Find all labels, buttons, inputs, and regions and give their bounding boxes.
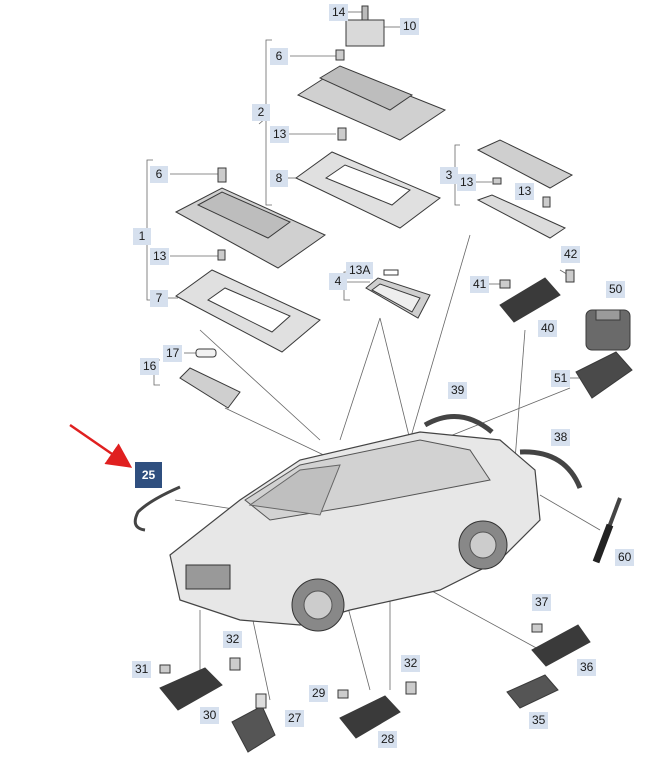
callout-13-left[interactable]: 13 (150, 248, 170, 265)
callout-38[interactable]: 38 (551, 429, 571, 446)
callout-50[interactable]: 50 (606, 281, 626, 298)
callout-29[interactable]: 29 (309, 685, 329, 702)
part-60-strut[interactable] (592, 497, 622, 564)
highlight-arrow (69, 423, 133, 468)
callout-31[interactable]: 31 (132, 661, 152, 678)
part-1-roof-console[interactable] (174, 167, 327, 269)
part-4-interior-lamp[interactable] (365, 269, 431, 319)
part-30-door-lamp[interactable] (159, 657, 241, 711)
callout-35[interactable]: 35 (529, 712, 549, 729)
callout-7[interactable]: 7 (150, 290, 168, 307)
car-illustration (169, 431, 541, 632)
part-16-lamp[interactable] (179, 348, 241, 409)
part-27-switch[interactable] (231, 693, 276, 753)
part-35-lens[interactable] (506, 674, 559, 709)
part-40-door-lamp[interactable] (499, 269, 575, 323)
callout-17[interactable]: 17 (163, 345, 183, 362)
callout-4[interactable]: 4 (329, 273, 347, 290)
part-2-roof-console[interactable] (296, 49, 447, 141)
callout-16[interactable]: 16 (140, 358, 160, 375)
callout-42[interactable]: 42 (561, 246, 581, 263)
callout-40[interactable]: 40 (538, 320, 558, 337)
callout-2[interactable]: 2 (252, 104, 270, 121)
part-8-trim-frame[interactable] (295, 151, 441, 229)
callout-28[interactable]: 28 (378, 731, 398, 748)
part-3-lamp[interactable] (476, 139, 574, 239)
part-28-door-lamp[interactable] (337, 681, 417, 739)
part-51-lamp[interactable] (575, 351, 633, 399)
callout-14[interactable]: 14 (329, 4, 349, 21)
callout-36[interactable]: 36 (577, 659, 597, 676)
part-7-trim-frame[interactable] (175, 269, 321, 353)
callout-6-left[interactable]: 6 (150, 166, 168, 183)
callout-8[interactable]: 8 (270, 170, 288, 187)
callout-30[interactable]: 30 (200, 707, 220, 724)
callout-27[interactable]: 27 (285, 710, 305, 727)
callout-13-right-a[interactable]: 13 (457, 174, 477, 191)
part-10-bracket[interactable] (345, 5, 385, 47)
callout-37[interactable]: 37 (532, 594, 552, 611)
part-39-grab-handle[interactable] (423, 414, 494, 434)
callout-39[interactable]: 39 (448, 382, 468, 399)
part-38-grab-handle[interactable] (519, 449, 583, 489)
callout-13-upper[interactable]: 13 (270, 126, 290, 143)
part-36-door-lamp[interactable] (531, 623, 591, 667)
callout-32-right[interactable]: 32 (401, 655, 421, 672)
callout-60[interactable]: 60 (615, 549, 635, 566)
callout-1[interactable]: 1 (133, 228, 151, 245)
callout-3[interactable]: 3 (440, 167, 458, 184)
callout-10[interactable]: 10 (400, 18, 420, 35)
callout-13-right-b[interactable]: 13 (515, 183, 535, 200)
callout-51[interactable]: 51 (551, 370, 571, 387)
callout-6-upper[interactable]: 6 (270, 48, 288, 65)
callout-13A[interactable]: 13A (346, 262, 374, 279)
part-50-lens[interactable] (585, 309, 631, 351)
callout-25-selected[interactable]: 25 (135, 462, 162, 488)
callout-32-left[interactable]: 32 (223, 631, 243, 648)
part-25-cable[interactable] (133, 485, 181, 532)
callout-41[interactable]: 41 (470, 276, 490, 293)
